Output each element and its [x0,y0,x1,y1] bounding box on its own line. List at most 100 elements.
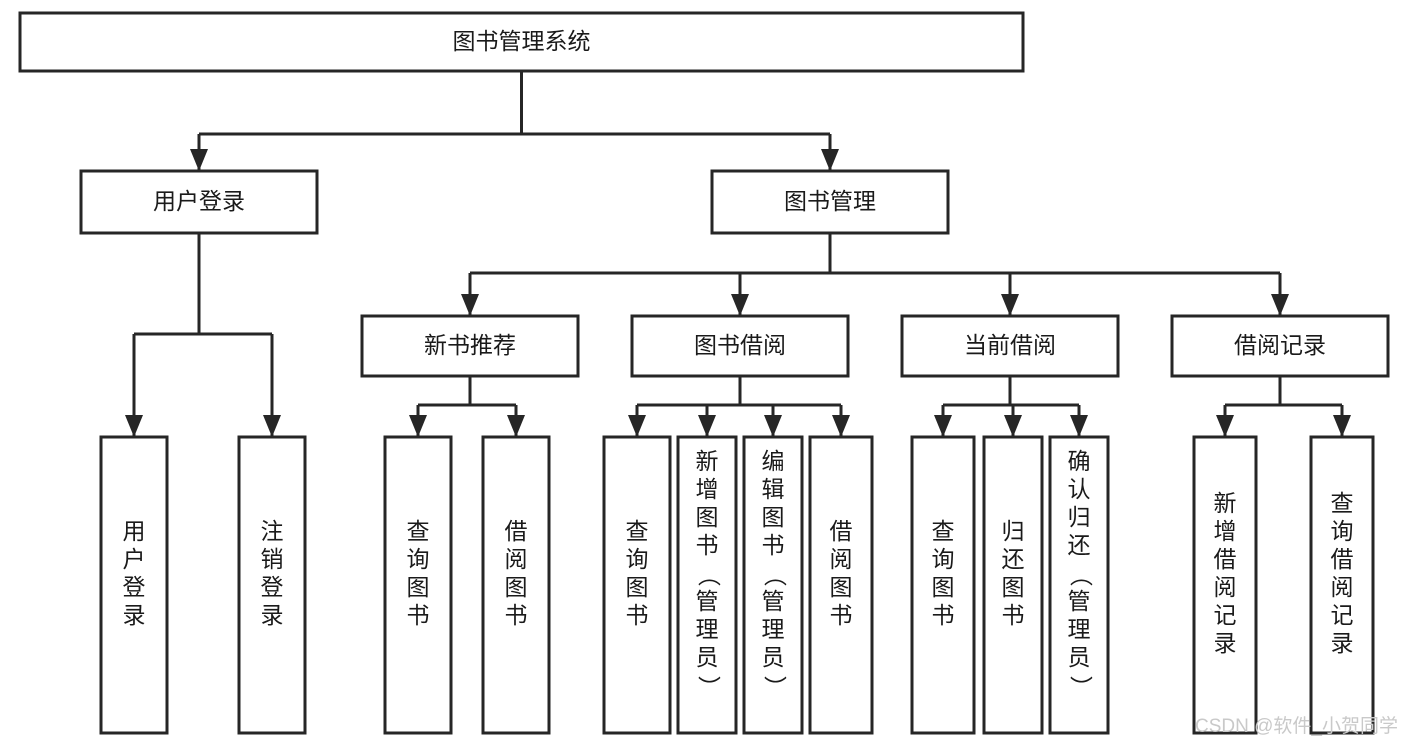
node-label-glyph: 销 [261,546,284,572]
node-box-root [18,11,1025,73]
arrow-head-icon [764,415,782,437]
node-book-borrow[interactable]: 图书借阅 [630,314,850,378]
arrow-head-icon [832,415,850,437]
arrow-head-icon [1004,415,1022,437]
node-book-management[interactable]: 图书管理 [710,169,950,235]
node-label-glyph: 记 [1214,602,1237,628]
connector-group-user-login [125,233,281,437]
node-user-login[interactable]: 用户登录 [79,169,319,235]
node-label-glyph: 增 [696,476,719,502]
node-label-glyph: 辑 [762,476,785,502]
csdn-watermark: CSDN @软件_小贺同学 [1195,715,1398,737]
node-label-glyph: 阅 [505,546,528,572]
node-label-glyph: 录 [1214,630,1237,656]
arrow-head-icon [821,149,839,171]
arrow-head-icon [731,294,749,316]
node-label-glyph: 录 [123,602,146,628]
node-box-book-management [710,169,950,235]
arrow-head-icon [1070,415,1088,437]
node-label-glyph: 注 [261,518,284,544]
node-box-leaf-query-book-borrow [602,435,672,735]
node-root[interactable]: 图书管理系统 [18,11,1025,73]
node-label-book-management: 图书管理 [784,188,876,214]
node-box-new-book-recommend [360,314,580,378]
node-box-leaf-borrow-book [808,435,874,735]
arrow-head-icon [461,294,479,316]
node-label-glyph: 理 [762,616,785,642]
node-label-glyph: 阅 [1331,574,1354,600]
node-label-glyph: 录 [261,602,284,628]
node-new-book-recommend[interactable]: 新书推荐 [360,314,580,378]
node-label-glyph: 户 [123,546,146,572]
node-label-glyph: 增 [1214,518,1237,544]
node-box-user-login [79,169,319,235]
arrow-head-icon [409,415,427,437]
node-current-borrow[interactable]: 当前借阅 [900,314,1120,378]
node-label-glyph: 借 [830,518,853,544]
node-label-glyph: 书 [762,532,785,558]
node-label-glyph: 书 [626,602,649,628]
node-label-glyph: 图 [626,574,649,600]
node-label-glyph: 图 [407,574,430,600]
arrow-head-icon [698,415,716,437]
node-label-glyph: 阅 [1214,574,1237,600]
node-label-glyph: 管 [1068,588,1091,614]
node-label-glyph: 记 [1331,602,1354,628]
node-label-glyph: 员 [1068,644,1091,670]
node-leaf-user-login[interactable]: 用户登录 [99,435,169,735]
node-label-user-login: 用户登录 [153,188,245,214]
connector-group-new-book-recommend [409,376,525,437]
node-label-glyph: 询 [1331,518,1354,544]
node-box-leaf-confirm-return-admin [1048,435,1110,735]
node-label-glyph: 认 [1068,476,1091,502]
node-borrow-record[interactable]: 借阅记录 [1170,314,1390,378]
node-label-new-book-recommend: 新书推荐 [424,332,516,358]
node-label-glyph: 书 [932,602,955,628]
node-label-root: 图书管理系统 [453,28,591,54]
node-label-glyph: 理 [1068,616,1091,642]
node-label-glyph: 图 [1002,574,1025,600]
node-label-glyph: 书 [830,602,853,628]
node-box-leaf-query-book-recommend [383,435,453,735]
node-label-glyph: 图 [830,574,853,600]
node-label-glyph: 确 [1068,448,1091,474]
node-label-glyph: ） [1068,676,1094,699]
node-label-glyph: 询 [626,546,649,572]
node-label-glyph: 还 [1068,532,1091,558]
node-label-glyph: 还 [1002,546,1025,572]
node-label-glyph: 图 [932,574,955,600]
node-label-book-borrow: 图书借阅 [694,332,786,358]
node-label-glyph: （ [696,564,722,587]
node-label-glyph: 用 [123,518,146,544]
node-box-book-borrow [630,314,850,378]
node-label-glyph: 图 [696,504,719,530]
node-label-glyph: 阅 [830,546,853,572]
node-box-borrow-record [1170,314,1390,378]
node-label-glyph: 图 [505,574,528,600]
arrow-head-icon [125,415,143,437]
arrow-head-icon [628,415,646,437]
arrow-head-icon [1216,415,1234,437]
connector-layer [125,71,1351,437]
arrow-head-icon [1001,294,1019,316]
node-label-glyph: 询 [932,546,955,572]
node-label-glyph: 询 [407,546,430,572]
node-label-glyph: 书 [407,602,430,628]
node-label-glyph: 新 [696,448,719,474]
connector-group-book-management [461,233,1289,316]
connector-group-book-borrow [628,376,850,437]
node-label-glyph: 查 [407,518,430,544]
